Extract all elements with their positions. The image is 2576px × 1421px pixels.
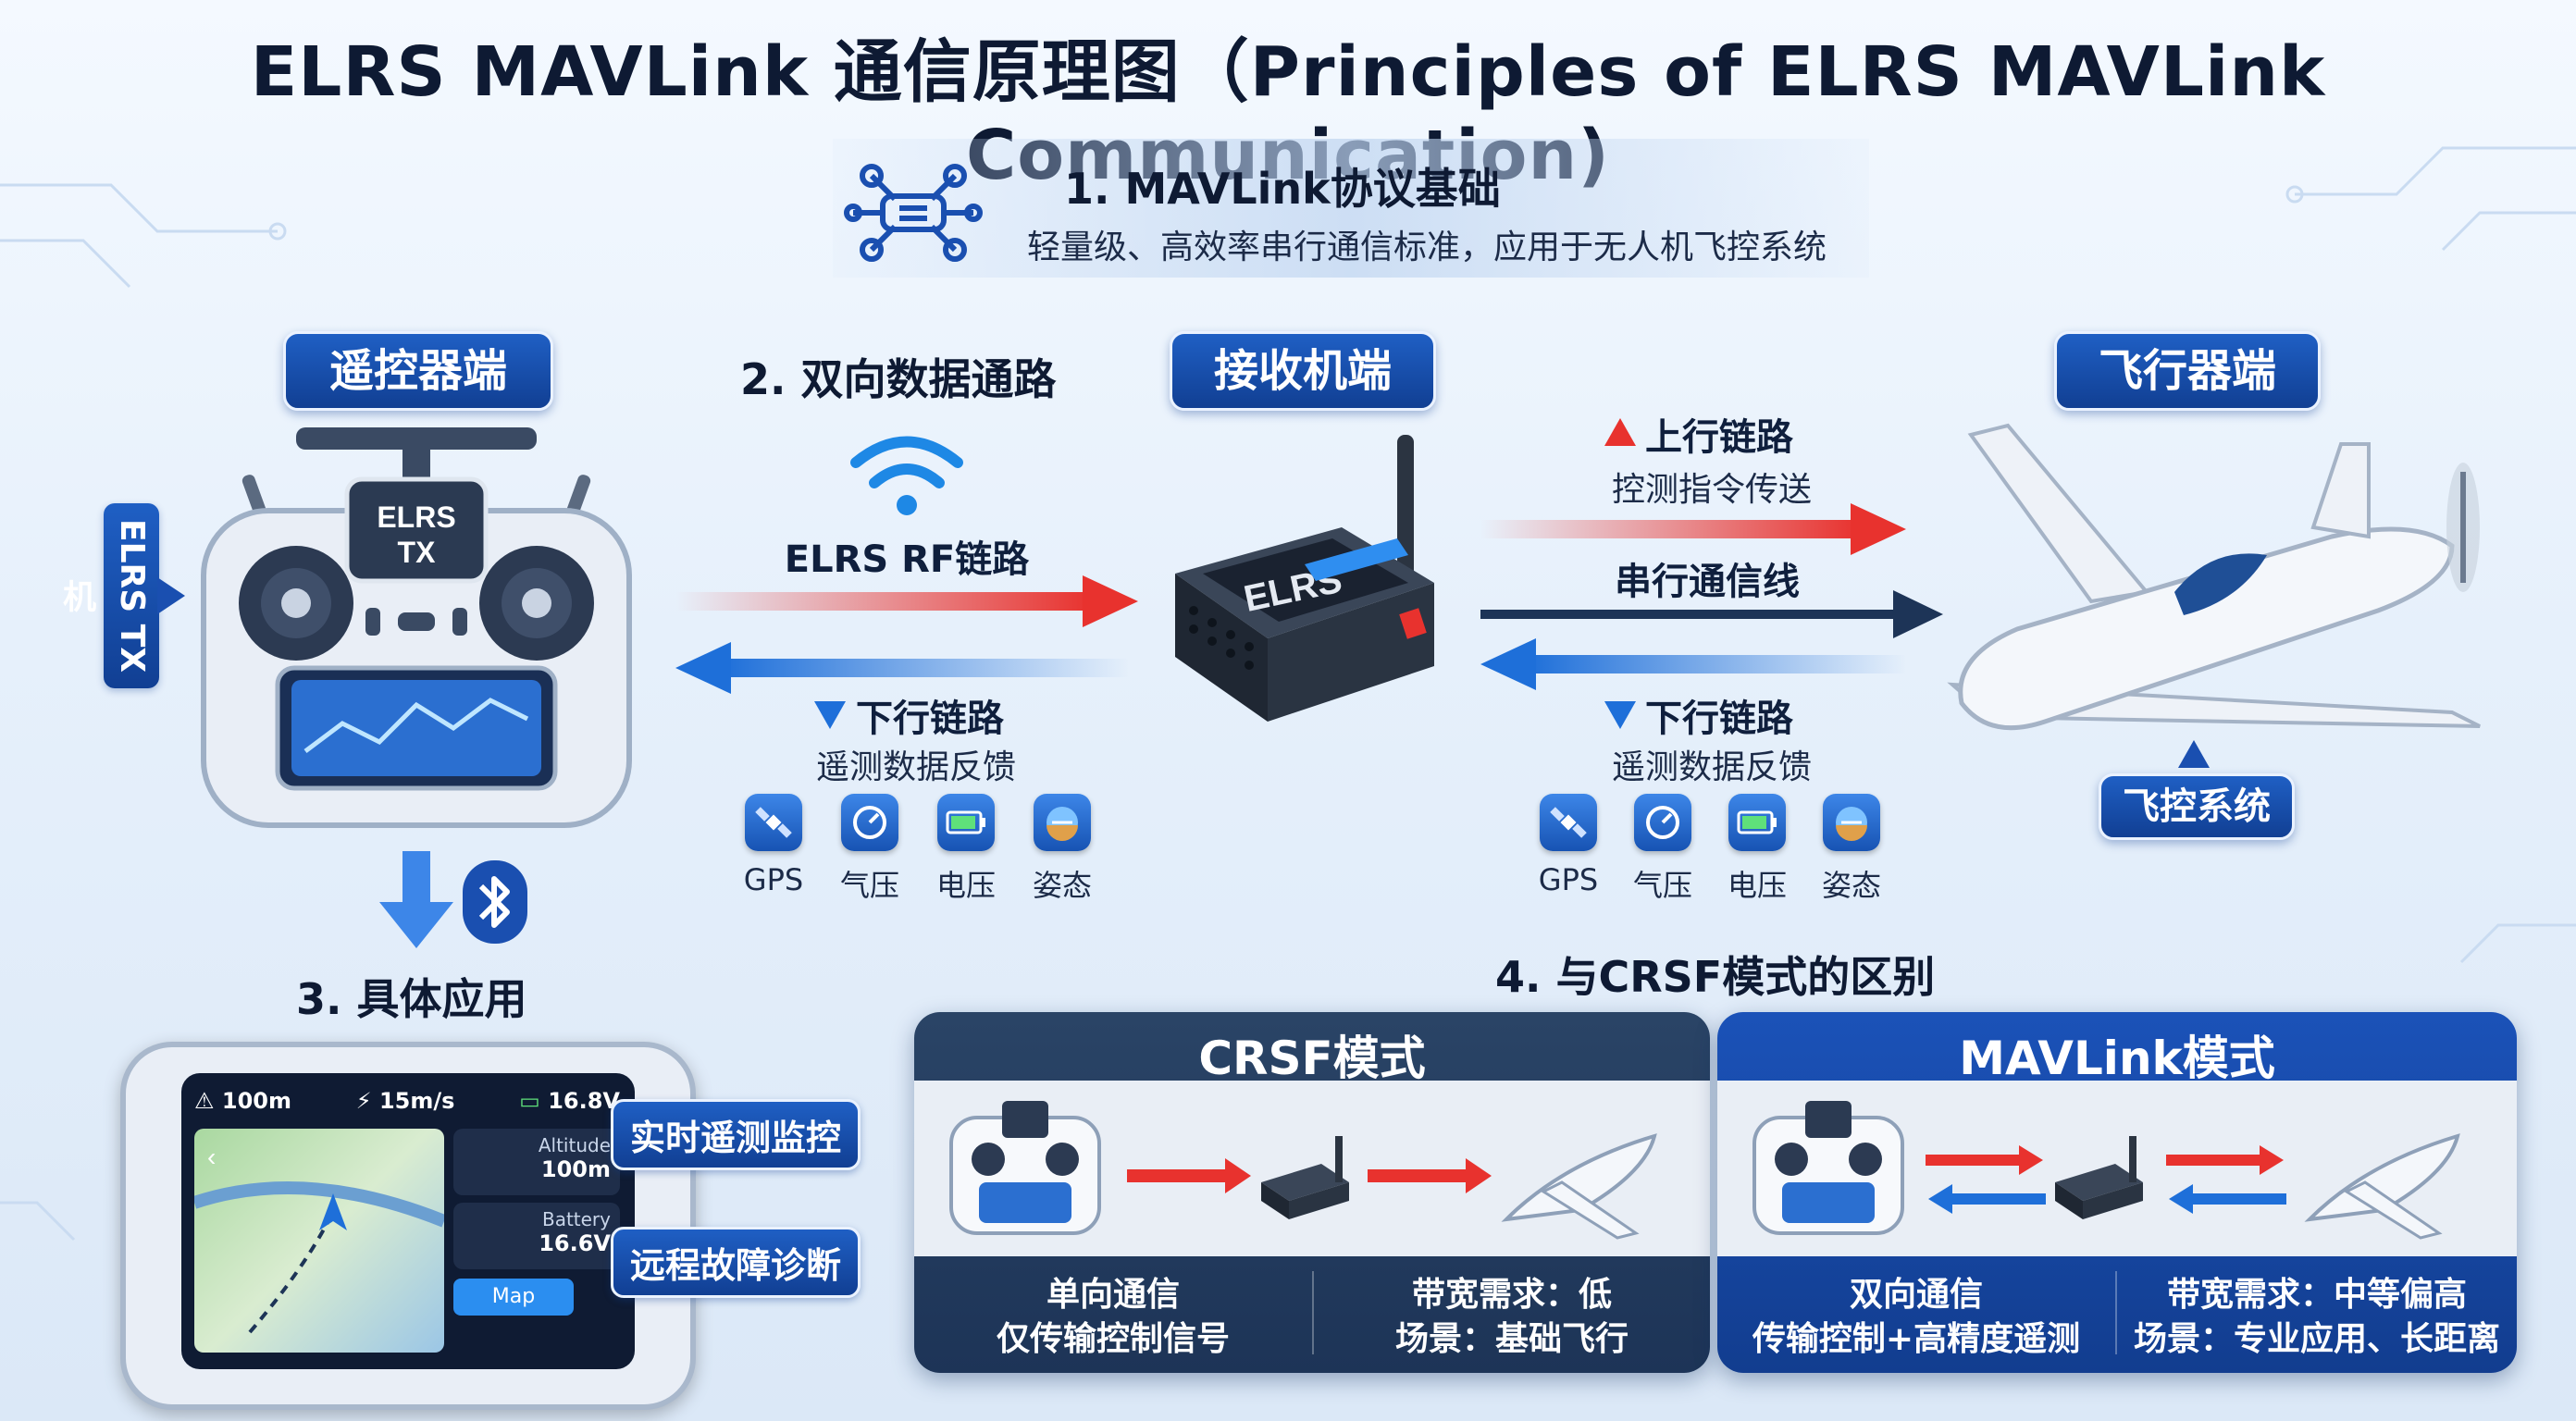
controller-badge-text: TX xyxy=(398,536,437,569)
left-downlink-title: 下行链路 xyxy=(856,698,1004,740)
altitude-card: Altitude 100m xyxy=(453,1129,620,1195)
battery-icon xyxy=(937,794,995,851)
rf-downlink-arrow xyxy=(675,642,1129,694)
protocol-basics-section xyxy=(833,139,1869,278)
telemetry-label: 气压 xyxy=(1632,868,1692,903)
controller-badge-text: ELRS xyxy=(377,500,455,534)
crsf-right-line1: 带宽需求：低 xyxy=(1411,1276,1612,1314)
crsf-illustration-strip xyxy=(914,1081,1710,1256)
flight-path-icon: ‹ xyxy=(194,1143,444,1334)
down-triangle-icon xyxy=(1604,701,1636,729)
mavlink-twoway-diagram xyxy=(1752,1101,2460,1240)
remote-controller-illustration: ELRS TX xyxy=(201,427,632,828)
pointer-arrow-icon xyxy=(157,577,185,614)
two-way-heading: 2. 双向数据通路 xyxy=(740,354,1057,404)
crsf-oneway-diagram xyxy=(949,1101,1657,1240)
mavlink-left-line2: 传输控制+高精度遥测 xyxy=(1752,1320,2081,1358)
gauge-icon xyxy=(1634,794,1691,851)
battery-icon xyxy=(1728,794,1786,851)
map-view[interactable]: ‹ xyxy=(194,1129,444,1353)
mavlink-left-line1: 双向通信 xyxy=(1849,1276,1983,1314)
telemetry-label: GPS xyxy=(1538,862,1599,897)
divider xyxy=(2115,1271,2117,1354)
rf-link-label: ELRS RF链路 xyxy=(784,538,1030,581)
crsf-title: CRSF模式 xyxy=(1198,1032,1426,1085)
telemetry-label: 姿态 xyxy=(1032,868,1092,903)
right-downlink-title: 下行链路 xyxy=(1645,698,1793,740)
right-downlink-arrow xyxy=(1480,638,1906,690)
controller-node-label: 遥控器端 xyxy=(283,331,553,411)
uplink-arrow xyxy=(1480,503,1906,555)
mavlink-title: MAVLink模式 xyxy=(1959,1032,2275,1085)
application-heading: 3. 具体应用 xyxy=(296,974,527,1024)
telemetry-label: 姿态 xyxy=(1821,868,1881,903)
uplink-title: 上行链路 xyxy=(1645,416,1793,459)
svg-text:‹: ‹ xyxy=(207,1143,216,1171)
network-nodes-icon xyxy=(844,164,983,262)
mavlink-right-line1: 带宽需求：中等偏高 xyxy=(2166,1276,2467,1314)
rf-uplink-arrow xyxy=(675,575,1138,627)
map-button[interactable]: Map xyxy=(453,1279,574,1316)
protocol-heading: 1. MAVLink协议基础 xyxy=(1064,164,1501,214)
flight-control-label: 飞控系统 xyxy=(2099,773,2295,840)
aircraft-node-label: 飞行器端 xyxy=(2054,331,2321,411)
telemetry-label: GPS xyxy=(743,862,804,897)
crsf-left-line1: 单向通信 xyxy=(1046,1276,1180,1314)
telemetry-label: 电压 xyxy=(935,868,996,903)
battery-label: Battery xyxy=(541,1208,611,1230)
speed-readout: ⚡ 15m/s xyxy=(355,1088,455,1114)
crsf-panel: CRSF模式 单向通信 仅传输控制信号 带宽需求：低 场景：基础飞行 xyxy=(914,1012,1710,1373)
distance-readout: ⚠ 100m xyxy=(194,1088,291,1114)
satellite-icon xyxy=(1540,794,1597,851)
status-bar: ⚠ 100m ⚡ 15m/s ▭ 16.8V xyxy=(194,1082,620,1119)
gauge-icon xyxy=(841,794,898,851)
altitude-label: Altitude xyxy=(538,1134,611,1156)
receiver-illustration: ELRS xyxy=(1175,435,1434,722)
attitude-indicator-icon xyxy=(1823,794,1880,851)
up-triangle-icon xyxy=(2178,740,2210,768)
realtime-monitor-callout: 实时遥测监控 xyxy=(611,1099,861,1170)
aircraft-illustration xyxy=(1947,423,2481,731)
down-triangle-icon xyxy=(814,701,846,729)
battery-value: 16.6V xyxy=(539,1230,611,1256)
ground-station-screen: ⚠ 100m ⚡ 15m/s ▭ 16.8V ‹ Altitude 100m B… xyxy=(181,1073,635,1369)
uplink-desc: 控测指令传送 xyxy=(1611,471,1812,509)
left-downlink-desc: 遥测数据反馈 xyxy=(815,748,1016,786)
serial-line-arrow xyxy=(1480,590,1943,638)
telemetry-label: 气压 xyxy=(839,868,899,903)
right-downlink-desc: 遥测数据反馈 xyxy=(1611,748,1812,786)
ground-station-device: ⚠ 100m ⚡ 15m/s ▭ 16.8V ‹ Altitude 100m B… xyxy=(120,1042,696,1410)
mavlink-panel: MAVLink模式 双向通信 传输控制+高精度遥测 带宽需求：中等偏高 场景：专… xyxy=(1717,1012,2517,1373)
protocol-description: 轻量级、高效率串行通信标准，应用于无人机飞控系统 xyxy=(1027,229,1827,266)
mavlink-right-line2: 场景：专业应用、长距离 xyxy=(2133,1320,2500,1358)
down-arrow-icon xyxy=(379,851,453,948)
wifi-signal-icon xyxy=(850,436,963,515)
attitude-indicator-icon xyxy=(1034,794,1091,851)
divider xyxy=(1312,1271,1314,1354)
crsf-right-line2: 场景：基础飞行 xyxy=(1394,1320,1629,1358)
voltage-readout: ▭ 16.8V xyxy=(519,1088,620,1114)
serial-line-label: 串行通信线 xyxy=(1615,561,1800,603)
altitude-value: 100m xyxy=(540,1156,611,1182)
tx-module-label: ELRS TX机 xyxy=(57,503,159,688)
crsf-left-line2: 仅传输控制信号 xyxy=(996,1320,1230,1358)
satellite-icon xyxy=(745,794,802,851)
telemetry-label: 电压 xyxy=(1727,868,1787,903)
bluetooth-icon xyxy=(463,860,527,944)
comparison-heading: 4. 与CRSF模式的区别 xyxy=(1495,952,1936,1002)
up-triangle-icon xyxy=(1604,418,1636,446)
receiver-node-label: 接收机端 xyxy=(1170,331,1436,411)
remote-diagnosis-callout: 远程故障诊断 xyxy=(611,1227,861,1298)
battery-card: Battery 16.6V xyxy=(453,1203,620,1269)
mavlink-illustration-strip xyxy=(1717,1081,2517,1256)
